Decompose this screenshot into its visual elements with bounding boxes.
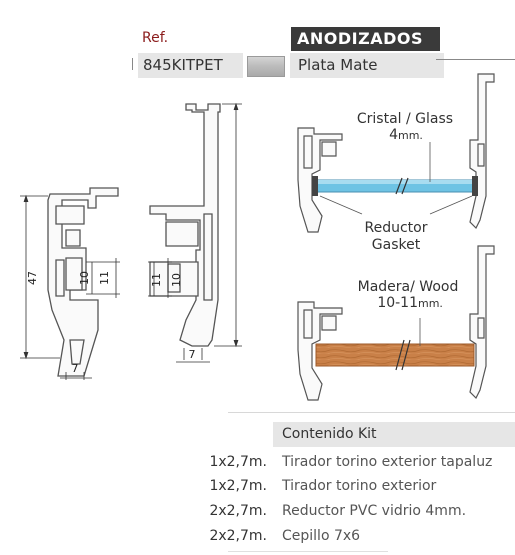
- gasket-label-en: Gasket: [372, 237, 421, 253]
- kit-item-desc: Cepillo 7x6: [282, 528, 361, 544]
- finish-name: Plata Mate: [290, 53, 444, 78]
- dim-inner-b-tall: 10: [170, 273, 183, 287]
- glass-label: Cristal / Glass: [357, 111, 453, 127]
- glass-leaders: [319, 142, 473, 215]
- dim-height: 47: [26, 271, 39, 285]
- gasket-label-es: Reductor: [365, 220, 428, 236]
- section-divider: [228, 412, 515, 413]
- kit-item-qty: 1x2,7m.: [209, 478, 267, 494]
- kit-item-qty: 1x2,7m.: [209, 454, 267, 470]
- glass-thickness: 4: [389, 127, 398, 143]
- glass-thickness-unit: mm.: [398, 129, 423, 142]
- header-rule: [436, 59, 515, 60]
- technical-drawing: 47 10 11 7 11 10 7: [20, 73, 495, 401]
- profile-small-dims: [20, 194, 120, 380]
- dim-inner-a-tall: 11: [150, 273, 163, 287]
- dim-inner-a-small: 10: [78, 271, 91, 285]
- kit-item-desc: Tirador torino exterior: [282, 478, 437, 494]
- kit-item-desc: Tirador torino exterior tapaluz: [282, 454, 493, 470]
- profile-tall-dims: [148, 102, 242, 363]
- header-tick: [132, 58, 133, 70]
- bottom-rule: [228, 551, 388, 552]
- product-code: 845KITPET: [138, 53, 243, 78]
- wood-break-marks: [395, 339, 411, 371]
- glass-highlight: [316, 180, 474, 184]
- profile-small: [47, 187, 119, 377]
- wood-thickness-unit: mm.: [418, 297, 443, 310]
- kit-item-qty: 2x2,7m.: [209, 503, 267, 519]
- kit-item: 2x2,7m. Reductor PVC vidrio 4mm.: [0, 500, 515, 522]
- profile-tall: [149, 103, 221, 347]
- kit-title: Contenido Kit: [273, 422, 515, 447]
- kit-item-desc: Reductor PVC vidrio 4mm.: [282, 503, 467, 519]
- dim-width-small: 7: [72, 362, 79, 375]
- category-banner-cap: [437, 27, 440, 51]
- kit-item: 1x2,7m. Tirador torino exterior tapaluz: [0, 451, 515, 473]
- wood-thickness: 10-11: [377, 295, 418, 311]
- wood-panel: [315, 343, 475, 367]
- wood-assembly: [297, 245, 495, 401]
- kit-item: 2x2,7m. Cepillo 7x6: [0, 525, 515, 547]
- glass-break-marks: [395, 177, 409, 195]
- finish-swatch: [247, 56, 285, 77]
- dim-width-tall: 7: [189, 348, 196, 361]
- glass-assembly: [297, 73, 495, 233]
- wood-label: Madera/ Wood: [358, 279, 459, 295]
- gasket-left: [312, 176, 318, 196]
- gasket-right: [472, 176, 478, 196]
- category-banner: ANODIZADOS: [291, 27, 437, 51]
- kit-item: 1x2,7m. Tirador torino exterior: [0, 475, 515, 497]
- dim-inner-b-small: 11: [98, 271, 111, 285]
- kit-item-qty: 2x2,7m.: [209, 528, 267, 544]
- ref-label: Ref.: [142, 30, 169, 46]
